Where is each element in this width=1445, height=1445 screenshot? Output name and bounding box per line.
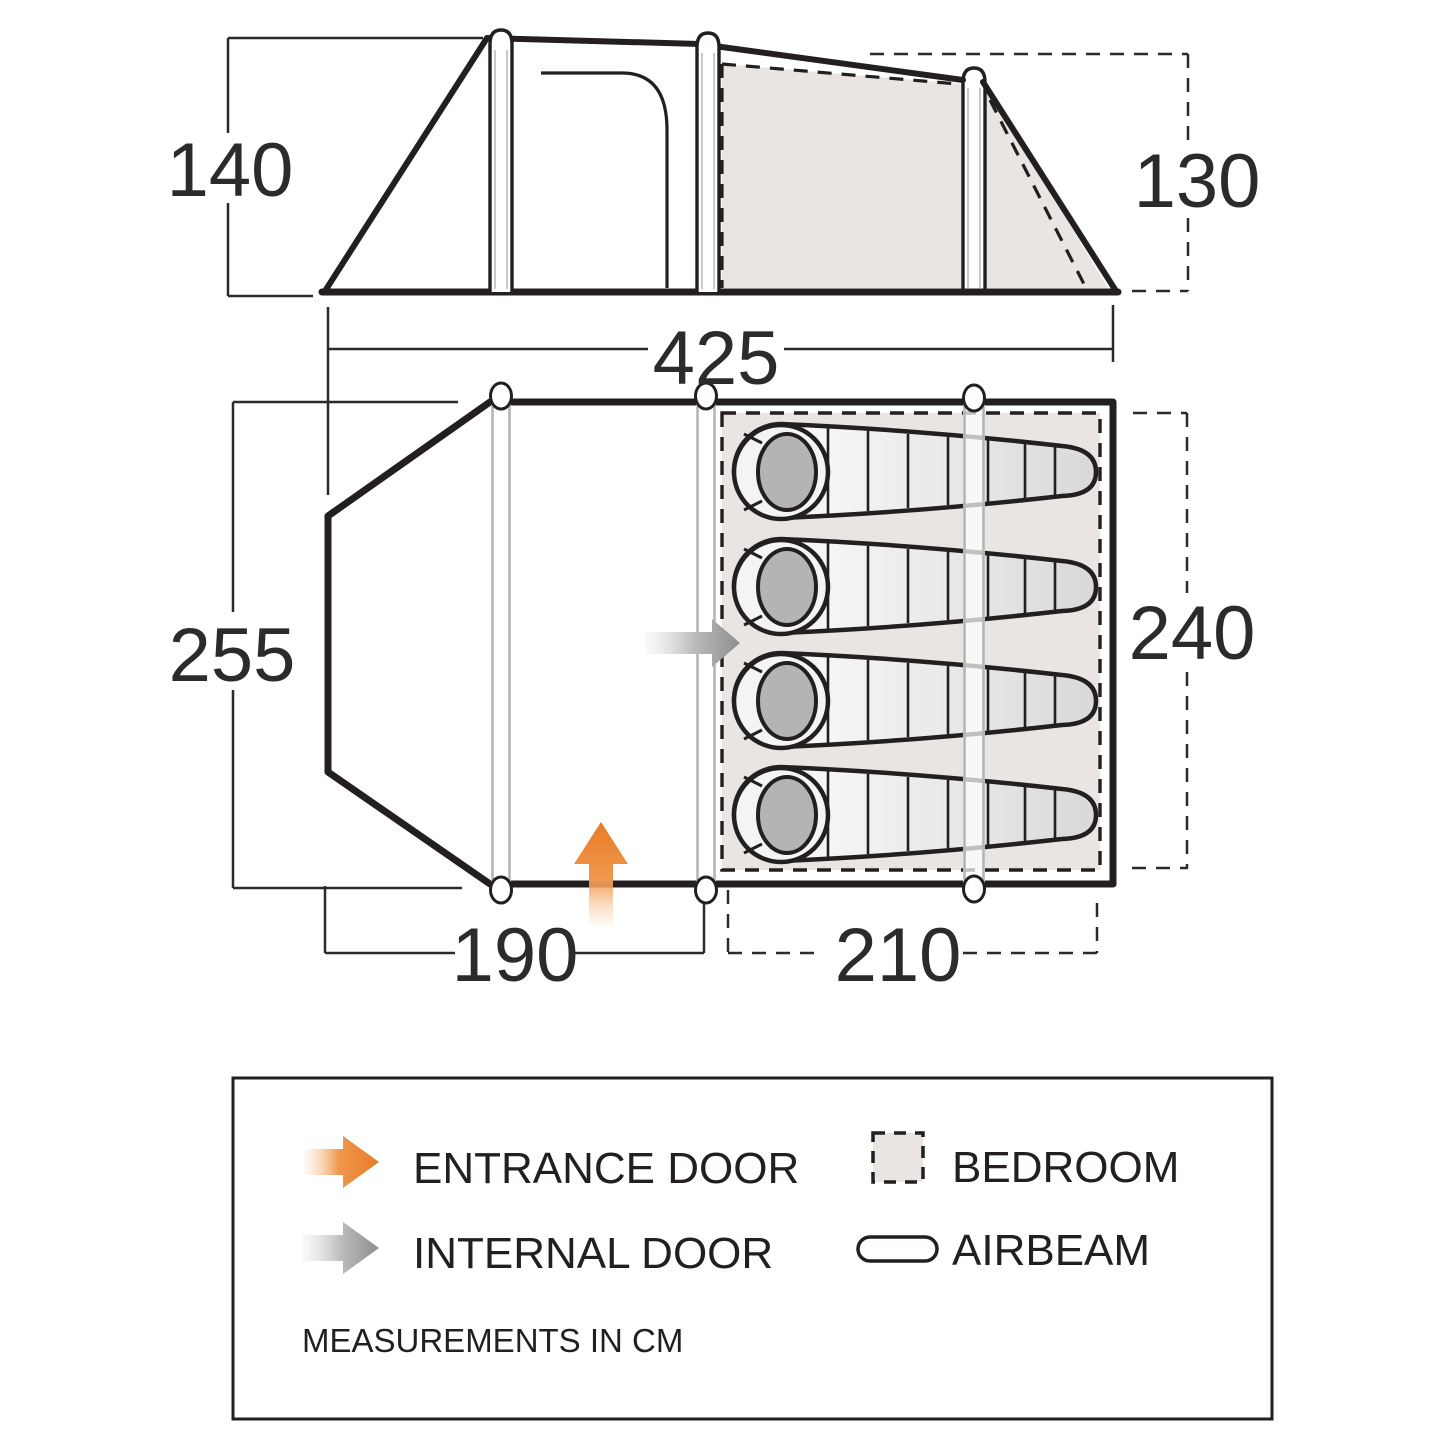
side-elevation-view xyxy=(318,28,1122,296)
entrance-door-arrow-icon xyxy=(574,822,628,926)
legend-measurements-note: MEASUREMENTS IN CM xyxy=(302,1322,683,1359)
legend-bedroom-label: BEDROOM xyxy=(952,1143,1179,1192)
dim-210-lines xyxy=(726,890,1099,955)
dimension-labels: 140 425 130 255 240 190 210 xyxy=(167,128,1261,998)
legend-internal-door-label: INTERNAL DOOR xyxy=(413,1229,773,1278)
dim-140-lines xyxy=(226,36,483,298)
legend-entrance-door-arrow-icon xyxy=(305,1136,379,1188)
legend-airbeam-label: AIRBEAM xyxy=(952,1226,1150,1275)
elevation-bedroom-dashed-outline xyxy=(720,62,1088,289)
legend-bedroom-swatch-icon xyxy=(871,1131,925,1184)
internal-door-arrow-icon xyxy=(645,619,740,667)
legend-internal-door-arrow-icon xyxy=(302,1222,379,1274)
airbeam-middle-elevation xyxy=(695,31,721,292)
legend-box: ENTRANCE DOOR INTERNAL DOOR BEDROOM AIRB… xyxy=(231,1076,1274,1421)
plan-outline xyxy=(324,398,1117,888)
floor-plan-view xyxy=(324,381,1117,926)
dim-label-bedroom-depth: 240 xyxy=(1129,591,1256,676)
airbeam-rear-elevation xyxy=(961,66,987,291)
airbeam-front-plan xyxy=(489,381,513,905)
dimension-annotations xyxy=(226,36,1190,955)
airbeam-rear-plan xyxy=(962,383,986,904)
dim-label-total-width: 425 xyxy=(653,316,780,401)
dim-240-lines xyxy=(1132,411,1189,870)
dim-label-right-height: 130 xyxy=(1134,139,1261,224)
legend-airbeam-pill-icon xyxy=(856,1235,939,1263)
dim-label-bedroom-width: 210 xyxy=(835,913,962,998)
dim-255-lines xyxy=(231,400,462,890)
elevation-door-outline xyxy=(541,71,669,288)
dim-190-lines xyxy=(323,886,706,955)
dim-label-living-width: 190 xyxy=(452,913,579,998)
legend-entrance-door-label: ENTRANCE DOOR xyxy=(413,1144,799,1193)
elevation-bedroom-shaded-area xyxy=(722,64,1108,288)
dim-130-lines xyxy=(870,52,1190,293)
airbeam-front-elevation xyxy=(488,28,514,292)
dim-label-plan-depth: 255 xyxy=(169,613,296,698)
dim-label-left-height: 140 xyxy=(167,128,294,213)
